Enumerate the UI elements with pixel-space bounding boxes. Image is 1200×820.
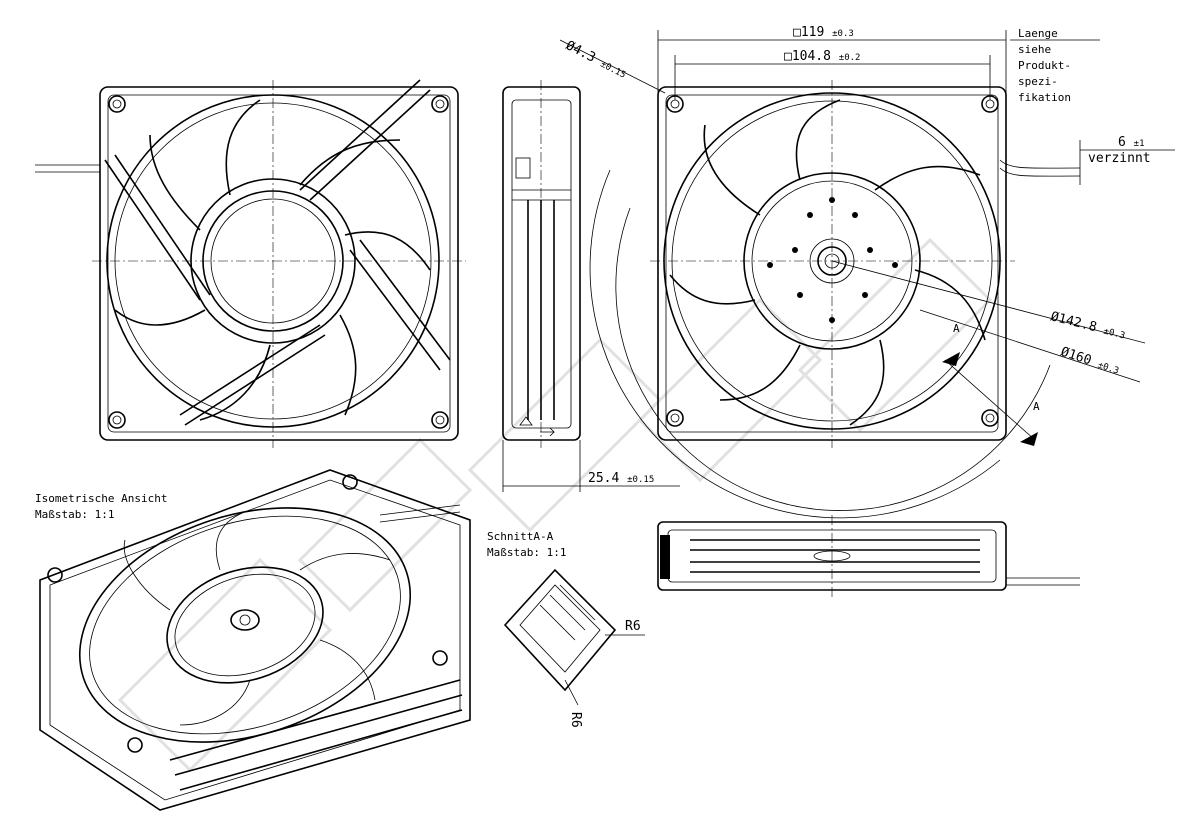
svg-text:spezi-: spezi- — [1018, 75, 1058, 88]
svg-text:fikation: fikation — [1018, 91, 1071, 104]
section-view-scale: Maßstab: 1:1 — [487, 546, 566, 559]
front-view — [35, 79, 466, 448]
outer-diameter-label: Ø160 ±0.3 — [1059, 345, 1121, 378]
blade-diameter-label: Ø142.8 ±0.3 — [1049, 309, 1127, 342]
cable-right — [999, 159, 1081, 177]
hole-pitch-label: □104.8 ±0.2 — [784, 49, 860, 64]
lead-length-note: Laenge siehe Produkt- spezi- fikation — [1018, 27, 1071, 104]
iso-blades — [123, 509, 391, 726]
iso-holes — [47, 474, 448, 753]
hole-diameter-label: Ø4.3 ±0.15 — [563, 38, 629, 81]
depth-label: 25.4 ±0.15 — [588, 471, 654, 486]
frame-size-label: □119 ±0.3 — [793, 25, 854, 40]
bottom-view — [657, 515, 1080, 598]
rear-mounting-holes — [666, 95, 999, 427]
struts — [104, 79, 451, 426]
hub — [190, 178, 356, 344]
section-mark-upper: A — [953, 322, 960, 335]
svg-text:Produkt-: Produkt- — [1018, 59, 1071, 72]
rotor-hub — [743, 172, 921, 350]
svg-text:Laenge: Laenge — [1018, 27, 1058, 40]
section-a-a — [503, 568, 645, 706]
section-mark-lower: A — [1033, 400, 1040, 413]
isometric-view — [39, 469, 471, 811]
rear-blades — [669, 99, 986, 426]
svg-text:siehe: siehe — [1018, 43, 1051, 56]
section-arrows — [942, 352, 1038, 446]
lead-strip-label: 6 ±1 — [1118, 135, 1145, 150]
iso-view-title: Isometrische Ansicht — [35, 492, 167, 505]
cable-left — [35, 164, 100, 173]
dimension-lines — [502, 30, 1175, 519]
blades — [114, 99, 431, 421]
diagonal-watermark-icon — [117, 237, 993, 773]
lead-strip-note: verzinnt — [1088, 151, 1151, 166]
side-view — [502, 80, 581, 448]
mounting-holes — [108, 95, 449, 429]
section-radius-2: R6 — [568, 712, 583, 728]
iso-fins — [169, 679, 463, 791]
iso-view-scale: Maßstab: 1:1 — [35, 508, 114, 521]
rear-view — [650, 80, 1081, 448]
section-view-title: SchnittA-A — [487, 530, 554, 543]
section-radius-1: R6 — [625, 619, 641, 634]
